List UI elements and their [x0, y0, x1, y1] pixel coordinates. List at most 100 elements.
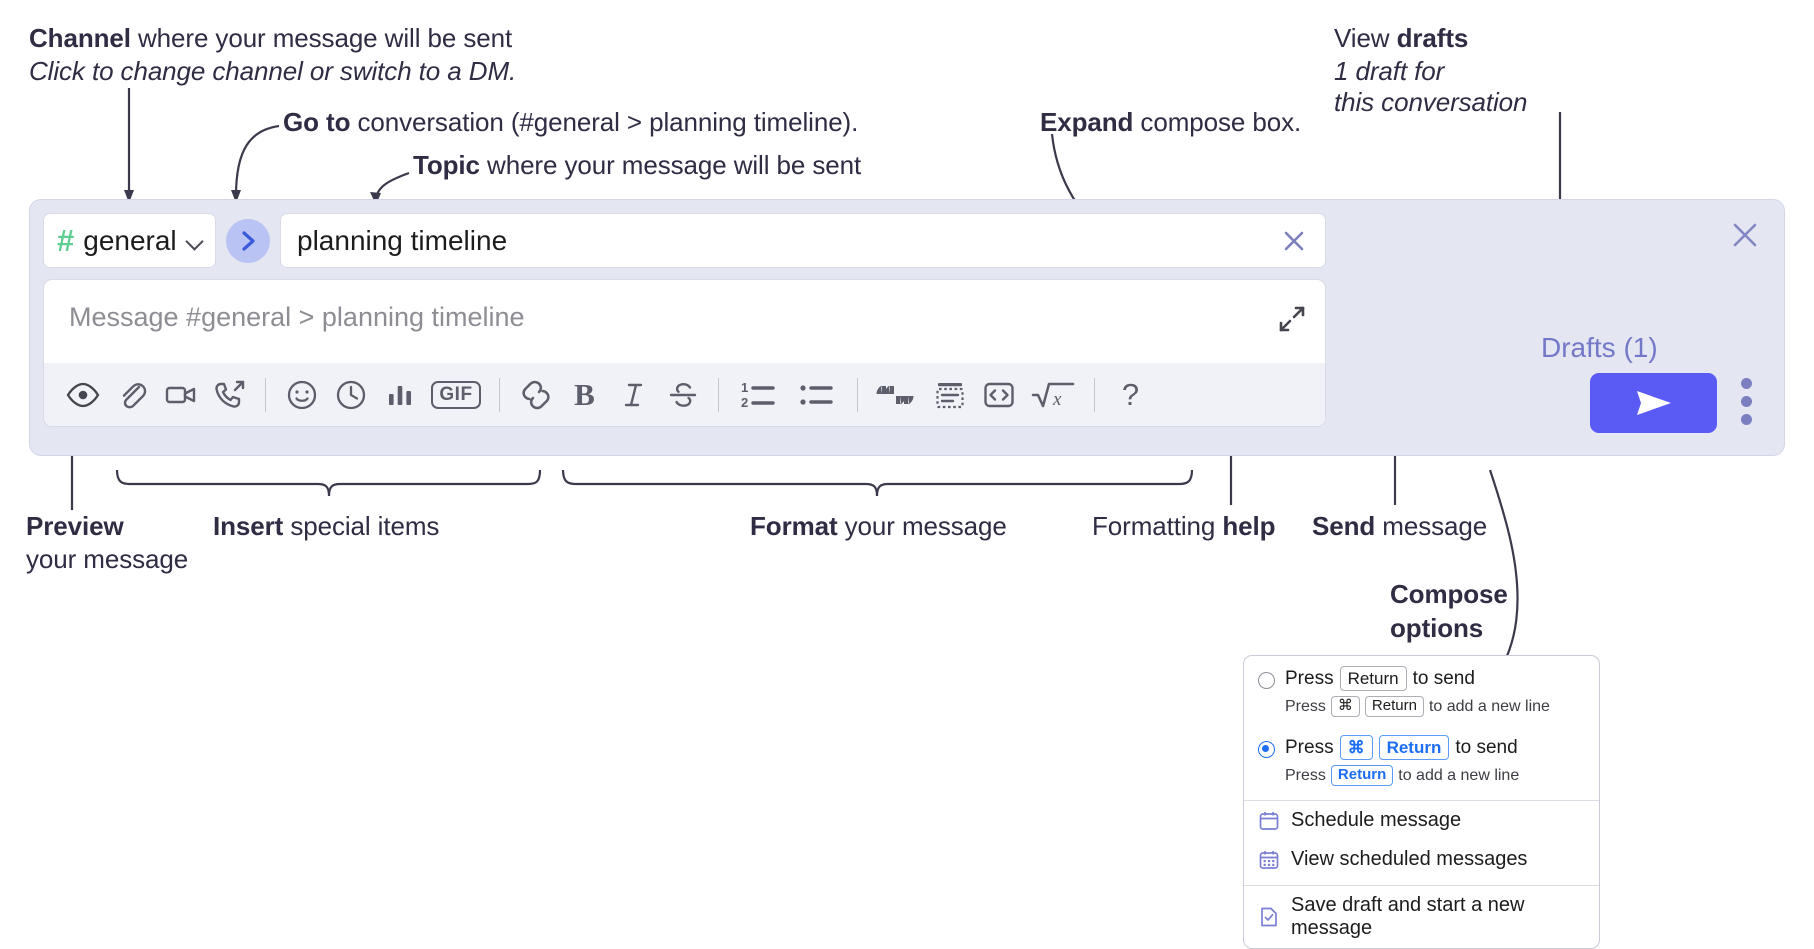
menu-item-label: Save draft and start a new message: [1291, 894, 1525, 939]
annotation-channel-sub: Click to change channel or switch to a D…: [29, 55, 516, 88]
link-icon[interactable]: [511, 370, 560, 419]
toolbar-divider: [1094, 377, 1095, 412]
message-placeholder: Message #general > planning timeline: [69, 302, 525, 332]
inline-code-icon[interactable]: [974, 370, 1023, 419]
send-button[interactable]: [1590, 373, 1717, 433]
math-icon[interactable]: x: [1023, 370, 1083, 419]
annotation-drafts-l3: this conversation: [1334, 86, 1528, 119]
option2-pre: Press: [1285, 736, 1334, 758]
option1-sub: Press ⌘ Return to add a new line: [1244, 693, 1599, 725]
compose-header-row: # general planning timeline: [43, 213, 1326, 268]
annotation-goto-bold: Go to: [283, 107, 351, 137]
option2-sub-post: to add a new line: [1398, 766, 1520, 784]
hash-icon: #: [57, 223, 75, 258]
kebab-dot: [1740, 377, 1752, 389]
compose-fields: # general planning timeline: [43, 213, 1326, 427]
annotation-format-bold: Format: [750, 511, 838, 541]
preview-icon[interactable]: [58, 370, 107, 419]
annotation-insert: Insert special items: [213, 510, 439, 543]
message-composer: Message #general > planning timeline: [43, 279, 1326, 427]
annotation-expand-rest: compose box.: [1133, 107, 1302, 137]
menu-option-cmd-return-to-send[interactable]: Press ⌘ Return to send: [1244, 725, 1599, 762]
annotation-preview-line2: your message: [26, 544, 189, 574]
poll-icon[interactable]: [375, 370, 424, 419]
topic-input[interactable]: planning timeline: [280, 213, 1326, 268]
menu-divider: [1244, 885, 1599, 886]
annotation-topic: Topic where your message will be sent: [413, 149, 861, 182]
gif-icon[interactable]: GIF: [424, 370, 488, 419]
video-icon[interactable]: [156, 370, 205, 419]
compose-options-button[interactable]: [1733, 377, 1759, 425]
emoji-icon[interactable]: [277, 370, 326, 419]
help-icon[interactable]: ?: [1106, 370, 1155, 419]
kbd-command: ⌘: [1330, 696, 1360, 717]
annotation-insert-rest: special items: [283, 511, 440, 541]
annotation-send-rest: message: [1375, 511, 1488, 541]
annotation-drafts-l2: 1 draft for: [1334, 55, 1444, 88]
help-label: ?: [1121, 376, 1140, 412]
kbd-return: Return: [1339, 666, 1407, 692]
clock-icon[interactable]: [326, 370, 375, 419]
annotation-preview: Preview: [26, 510, 124, 543]
blockquote-icon[interactable]: [869, 370, 925, 419]
annotation-drafts-prefix: View: [1334, 23, 1397, 53]
annotation-send-bold: Send: [1312, 511, 1376, 541]
annotation-preview-l2: your message: [26, 543, 188, 576]
expand-icon[interactable]: [1277, 304, 1307, 334]
annotation-channel: Channel where your message will be sent: [29, 22, 512, 55]
kebab-dot: [1740, 413, 1752, 425]
annotation-topic-bold: Topic: [413, 150, 480, 180]
drafts-link[interactable]: Drafts (1): [1541, 332, 1658, 363]
toolbar-divider: [857, 377, 858, 412]
chevron-right-icon: [242, 230, 255, 251]
message-input[interactable]: Message #general > planning timeline: [44, 280, 1325, 363]
radio-cmd-return-to-send[interactable]: [1258, 741, 1275, 758]
menu-item-save-draft[interactable]: Save draft and start a new message: [1244, 886, 1599, 948]
strikethrough-icon[interactable]: [658, 370, 707, 419]
annotation-help-bold: help: [1222, 511, 1276, 541]
annotation-channel-rest: where your message will be sent: [130, 23, 513, 53]
annotation-expand-bold: Expand: [1040, 107, 1134, 137]
svg-text:x: x: [1052, 389, 1062, 410]
annotation-format: Format your message: [750, 510, 1007, 543]
attachment-icon[interactable]: [107, 370, 156, 419]
goto-conversation-button[interactable]: [226, 218, 270, 263]
annotation-help-prefix: Formatting: [1092, 511, 1223, 541]
svg-text:1: 1: [741, 380, 748, 395]
channel-name-label: general: [83, 224, 177, 256]
menu-item-schedule-message[interactable]: Schedule message: [1244, 801, 1599, 840]
menu-option-return-to-send[interactable]: Press Return to send: [1244, 656, 1599, 693]
send-arrow-icon: [1636, 391, 1671, 415]
annotation-insert-bold: Insert: [213, 511, 284, 541]
option1-pre: Press: [1285, 667, 1334, 689]
option2-sub: Press Return to add a new line: [1244, 762, 1599, 794]
code-block-icon[interactable]: [925, 370, 974, 419]
bold-icon[interactable]: B: [560, 370, 609, 419]
radio-return-to-send[interactable]: [1258, 672, 1275, 689]
italic-icon[interactable]: [609, 370, 658, 419]
annotation-send: Send message: [1312, 510, 1487, 543]
option1-main: Press Return to send: [1285, 666, 1475, 692]
audio-call-icon[interactable]: [205, 370, 254, 419]
annotation-expand: Expand compose box.: [1040, 106, 1301, 139]
kbd-command: ⌘: [1339, 735, 1373, 761]
topic-value: planning timeline: [297, 224, 508, 256]
annotation-goto-rest: conversation (#general > planning timeli…: [350, 107, 859, 137]
option2-main: Press ⌘ Return to send: [1285, 735, 1518, 761]
channel-selector[interactable]: # general: [43, 213, 216, 268]
annotation-help: Formatting help: [1092, 510, 1276, 543]
menu-item-label: View scheduled messages: [1291, 848, 1528, 870]
clear-topic-icon[interactable]: [1279, 226, 1309, 256]
document-check-icon: [1261, 907, 1277, 927]
kbd-return: Return: [1378, 735, 1450, 761]
close-compose-panel-button[interactable]: [1728, 218, 1762, 252]
compose-panel: # general planning timeline: [29, 199, 1785, 456]
menu-item-label: Schedule message: [1291, 809, 1462, 831]
option2-sub-pre: Press: [1285, 766, 1326, 784]
compose-options-menu: Press Return to send Press ⌘ Return to a…: [1243, 655, 1600, 949]
bulleted-list-icon[interactable]: [788, 370, 846, 419]
menu-item-view-scheduled-messages[interactable]: View scheduled messages: [1244, 840, 1599, 879]
ordered-list-icon[interactable]: 1 2: [730, 370, 788, 419]
formatting-toolbar: GIF B: [44, 363, 1325, 426]
